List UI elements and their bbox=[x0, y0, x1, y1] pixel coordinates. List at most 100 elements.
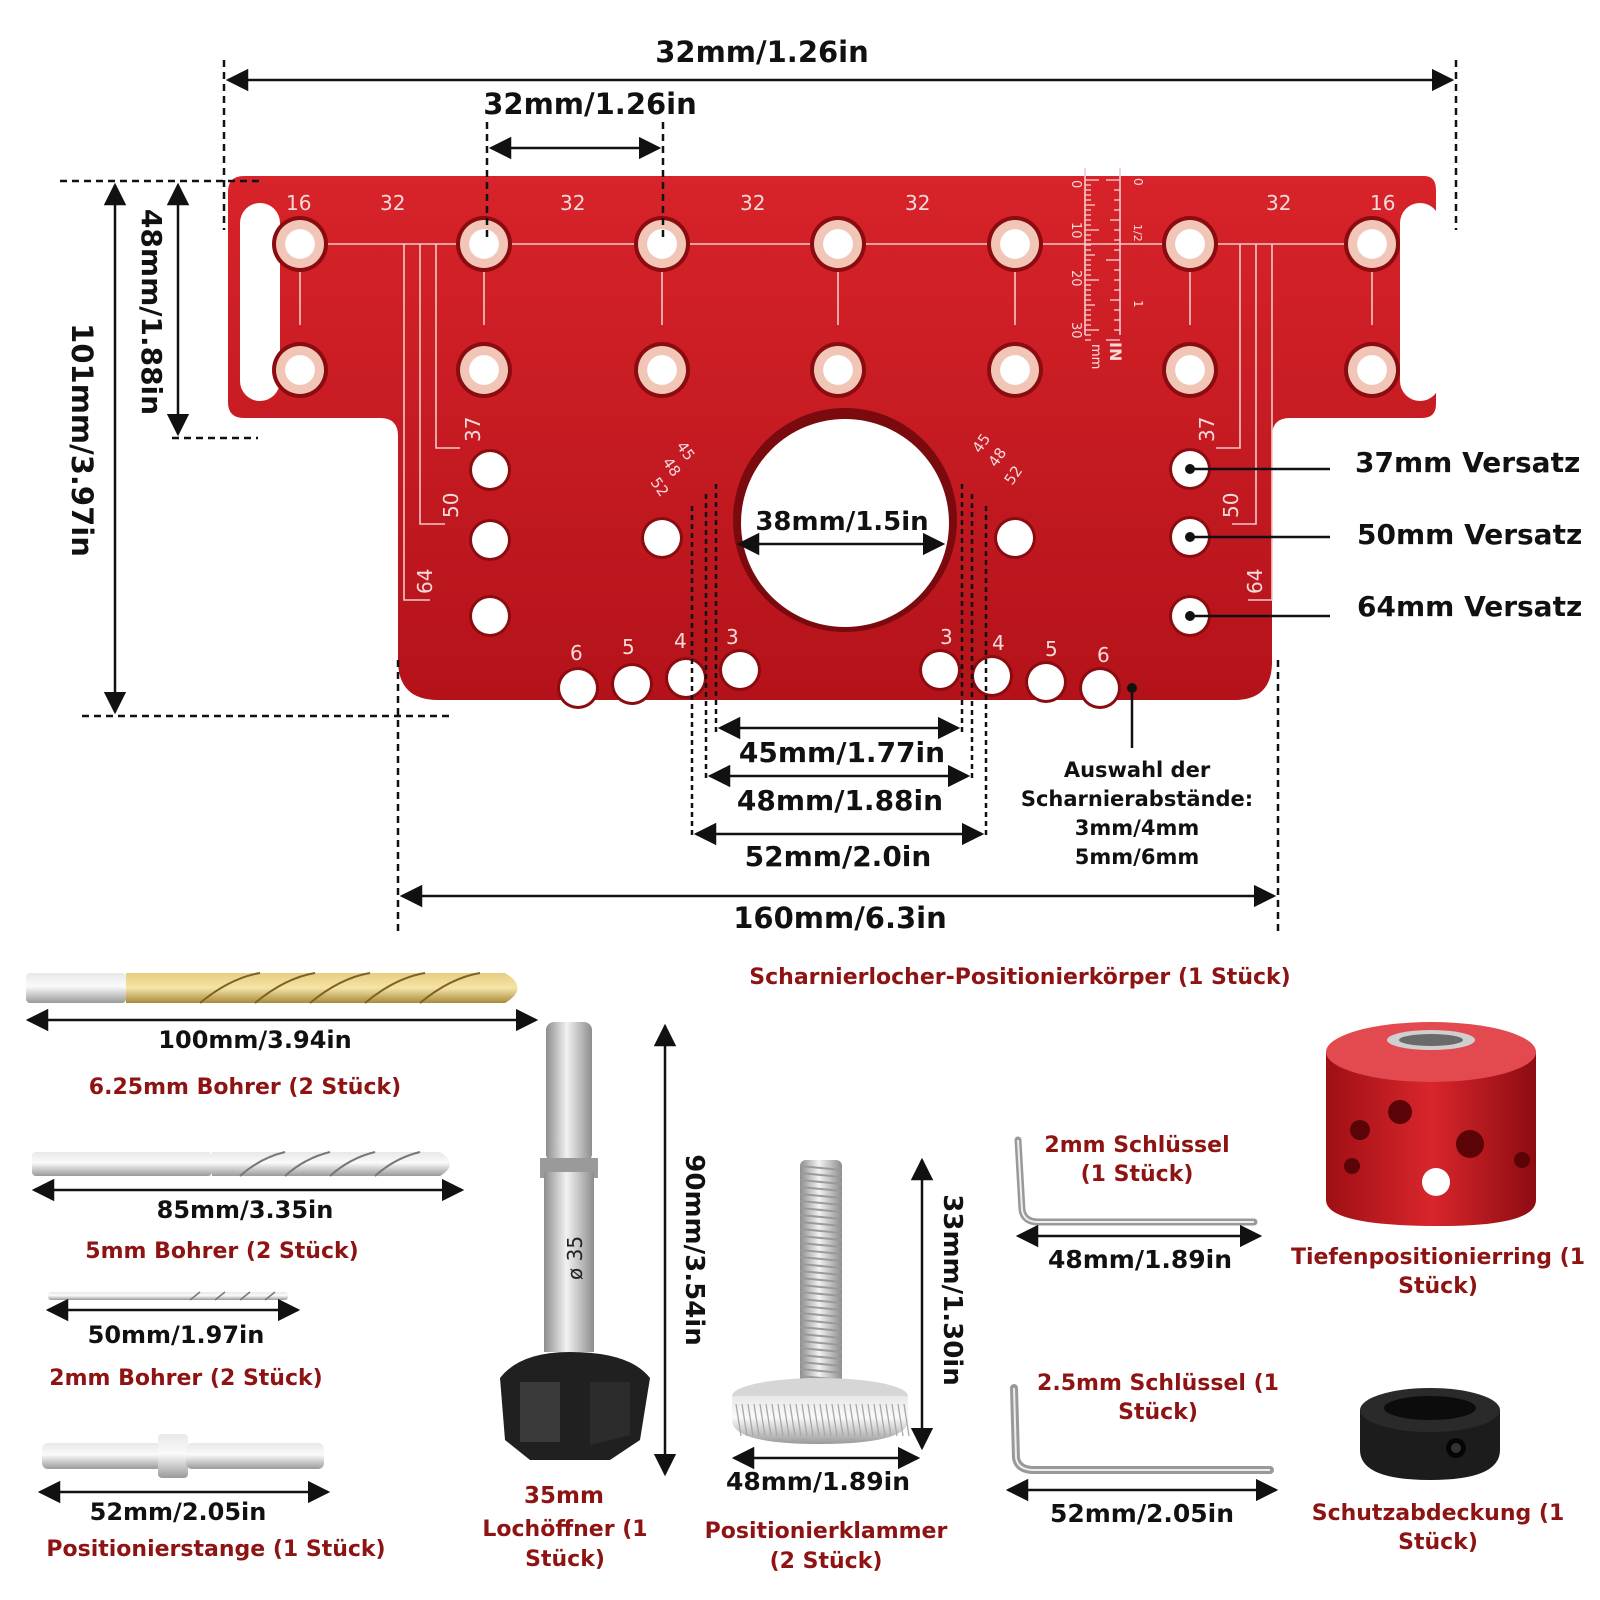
ruler-inch-number: 1 bbox=[1131, 300, 1145, 308]
hinge-spacing-note: Auswahl der Scharnierabstände: 3mm/4mm 5… bbox=[1021, 758, 1253, 869]
key25-size: 52mm/2.05in bbox=[1050, 1499, 1234, 1528]
hinge-number: 4 bbox=[992, 631, 1005, 655]
small-hole bbox=[611, 663, 653, 705]
bushing bbox=[810, 342, 866, 398]
positioning-clamp bbox=[731, 1157, 934, 1470]
small-hole bbox=[1079, 667, 1121, 709]
clamp-label: Positionierklammer bbox=[705, 1519, 948, 1544]
bushing bbox=[272, 216, 328, 272]
key25-label: Stück) bbox=[1118, 1400, 1198, 1425]
row-label-37-left: 37 bbox=[461, 417, 485, 442]
rod-label: Positionierstange (1 Stück) bbox=[46, 1537, 385, 1562]
offset-label-64: 64mm Versatz bbox=[1357, 590, 1582, 623]
ruler-number: 30 bbox=[1068, 322, 1083, 339]
pitch-label: 16 bbox=[1370, 191, 1395, 215]
small-hole bbox=[719, 649, 761, 691]
note-line: 5mm/6mm bbox=[1075, 845, 1199, 869]
key25-label: 2.5mm Schlüssel (1 bbox=[1037, 1371, 1279, 1396]
small-hole bbox=[994, 517, 1036, 559]
protective-cover bbox=[1360, 1388, 1500, 1480]
dimension-lines bbox=[60, 60, 1458, 935]
clamp-label: (2 Stück) bbox=[770, 1549, 883, 1574]
ring-label: Tiefenpositionierring (1 bbox=[1291, 1245, 1585, 1270]
positioning-rod bbox=[37, 1434, 331, 1504]
hinge-number: 6 bbox=[1097, 643, 1110, 667]
row-label-50-right: 50 bbox=[1219, 493, 1243, 518]
bushing-holes bbox=[272, 216, 1400, 709]
ring-label: Stück) bbox=[1398, 1274, 1478, 1299]
cover-label: Stück) bbox=[1398, 1530, 1478, 1555]
note-line: Auswahl der bbox=[1064, 758, 1211, 782]
bushing bbox=[634, 342, 690, 398]
dim-top-pitch: 32mm/1.26in bbox=[483, 87, 697, 121]
ruler-ticks bbox=[1085, 179, 1120, 341]
drill-5-label: 5mm Bohrer (2 Stück) bbox=[85, 1239, 358, 1264]
mount-slot-left bbox=[240, 203, 280, 401]
bushing bbox=[810, 216, 866, 272]
pitch-label: 32 bbox=[560, 191, 585, 215]
ruler-number: 0 bbox=[1068, 180, 1083, 188]
dim-center-hole: 38mm/1.5in bbox=[755, 507, 928, 537]
clamp-size: 48mm/1.89in bbox=[726, 1467, 910, 1496]
forstner-bit bbox=[500, 1022, 677, 1477]
small-hole bbox=[971, 655, 1013, 697]
ruler-unit: mm bbox=[1088, 344, 1103, 369]
key2-label: (1 Stück) bbox=[1081, 1162, 1194, 1187]
small-hole bbox=[1025, 661, 1067, 703]
dim-top-total: 32mm/1.26in bbox=[655, 35, 869, 69]
forstner-label: 35mm bbox=[524, 1483, 604, 1509]
ruler-number: 20 bbox=[1068, 270, 1083, 287]
forstner-size: 90mm/3.54in bbox=[679, 1154, 709, 1345]
row-label-64-left: 64 bbox=[413, 569, 437, 594]
offset-label-50: 50mm Versatz bbox=[1357, 518, 1582, 551]
ruler-inch-unit: IN bbox=[1106, 342, 1125, 361]
pitch-label: 32 bbox=[905, 191, 930, 215]
hinge-number: 4 bbox=[674, 629, 687, 653]
dim-height-total: 101mm/3.97in bbox=[65, 323, 99, 557]
drill-2-size: 50mm/1.97in bbox=[88, 1321, 265, 1349]
drill-625-label: 6.25mm Bohrer (2 Stück) bbox=[89, 1075, 401, 1100]
bushing bbox=[1162, 216, 1218, 272]
key2-label: 2mm Schlüssel bbox=[1044, 1133, 1229, 1158]
rod-size: 52mm/2.05in bbox=[90, 1498, 267, 1526]
small-hole bbox=[641, 517, 683, 559]
bushing bbox=[987, 216, 1043, 272]
drill-2 bbox=[45, 1291, 301, 1322]
dim-spacing-45: 45mm/1.77in bbox=[739, 736, 945, 769]
pitch-label: 16 bbox=[286, 191, 311, 215]
pitch-label: 32 bbox=[380, 191, 405, 215]
mount-slot-right bbox=[1400, 203, 1440, 401]
hinge-number: 5 bbox=[622, 635, 635, 659]
bushing bbox=[1162, 342, 1218, 398]
bushing bbox=[272, 342, 328, 398]
bushing bbox=[634, 216, 690, 272]
hex-key-2mm: 2mm Schlüssel (1 Stück) bbox=[1014, 1133, 1263, 1248]
pitch-label: 32 bbox=[740, 191, 765, 215]
bushing bbox=[456, 342, 512, 398]
forstner-label: Stück) bbox=[525, 1547, 605, 1572]
dimension-dots bbox=[1127, 464, 1195, 693]
forstner-mark: ø 35 bbox=[563, 1236, 587, 1280]
jig-body: 16 32 32 32 32 32 16 37 50 64 37 50 64 4… bbox=[228, 168, 1440, 709]
bushing bbox=[456, 216, 512, 272]
dim-spacing-52: 52mm/2.0in bbox=[745, 840, 932, 873]
small-hole bbox=[665, 657, 707, 699]
drill-625-size: 100mm/3.94in bbox=[158, 1026, 351, 1054]
cover-label: Schutzabdeckung (1 bbox=[1312, 1501, 1565, 1526]
small-hole bbox=[469, 449, 511, 491]
offset-label-37: 37mm Versatz bbox=[1355, 446, 1580, 479]
ruler-number: 10 bbox=[1068, 222, 1083, 239]
small-hole bbox=[469, 519, 511, 561]
dim-spacing-48: 48mm/1.88in bbox=[737, 784, 943, 817]
hinge-number: 5 bbox=[1045, 637, 1058, 661]
hinge-number: 3 bbox=[726, 625, 739, 649]
dim-width-bottom: 160mm/6.3in bbox=[733, 901, 947, 935]
depth-ring bbox=[1326, 1022, 1536, 1226]
drill-5-size: 85mm/3.35in bbox=[157, 1196, 334, 1224]
body-caption: Scharnierlocher-Positionierkörper (1 Stü… bbox=[749, 965, 1290, 990]
bushing bbox=[987, 342, 1043, 398]
center-hole-opening bbox=[741, 419, 949, 627]
note-line: 3mm/4mm bbox=[1075, 816, 1199, 840]
hinge-number: 3 bbox=[940, 625, 953, 649]
